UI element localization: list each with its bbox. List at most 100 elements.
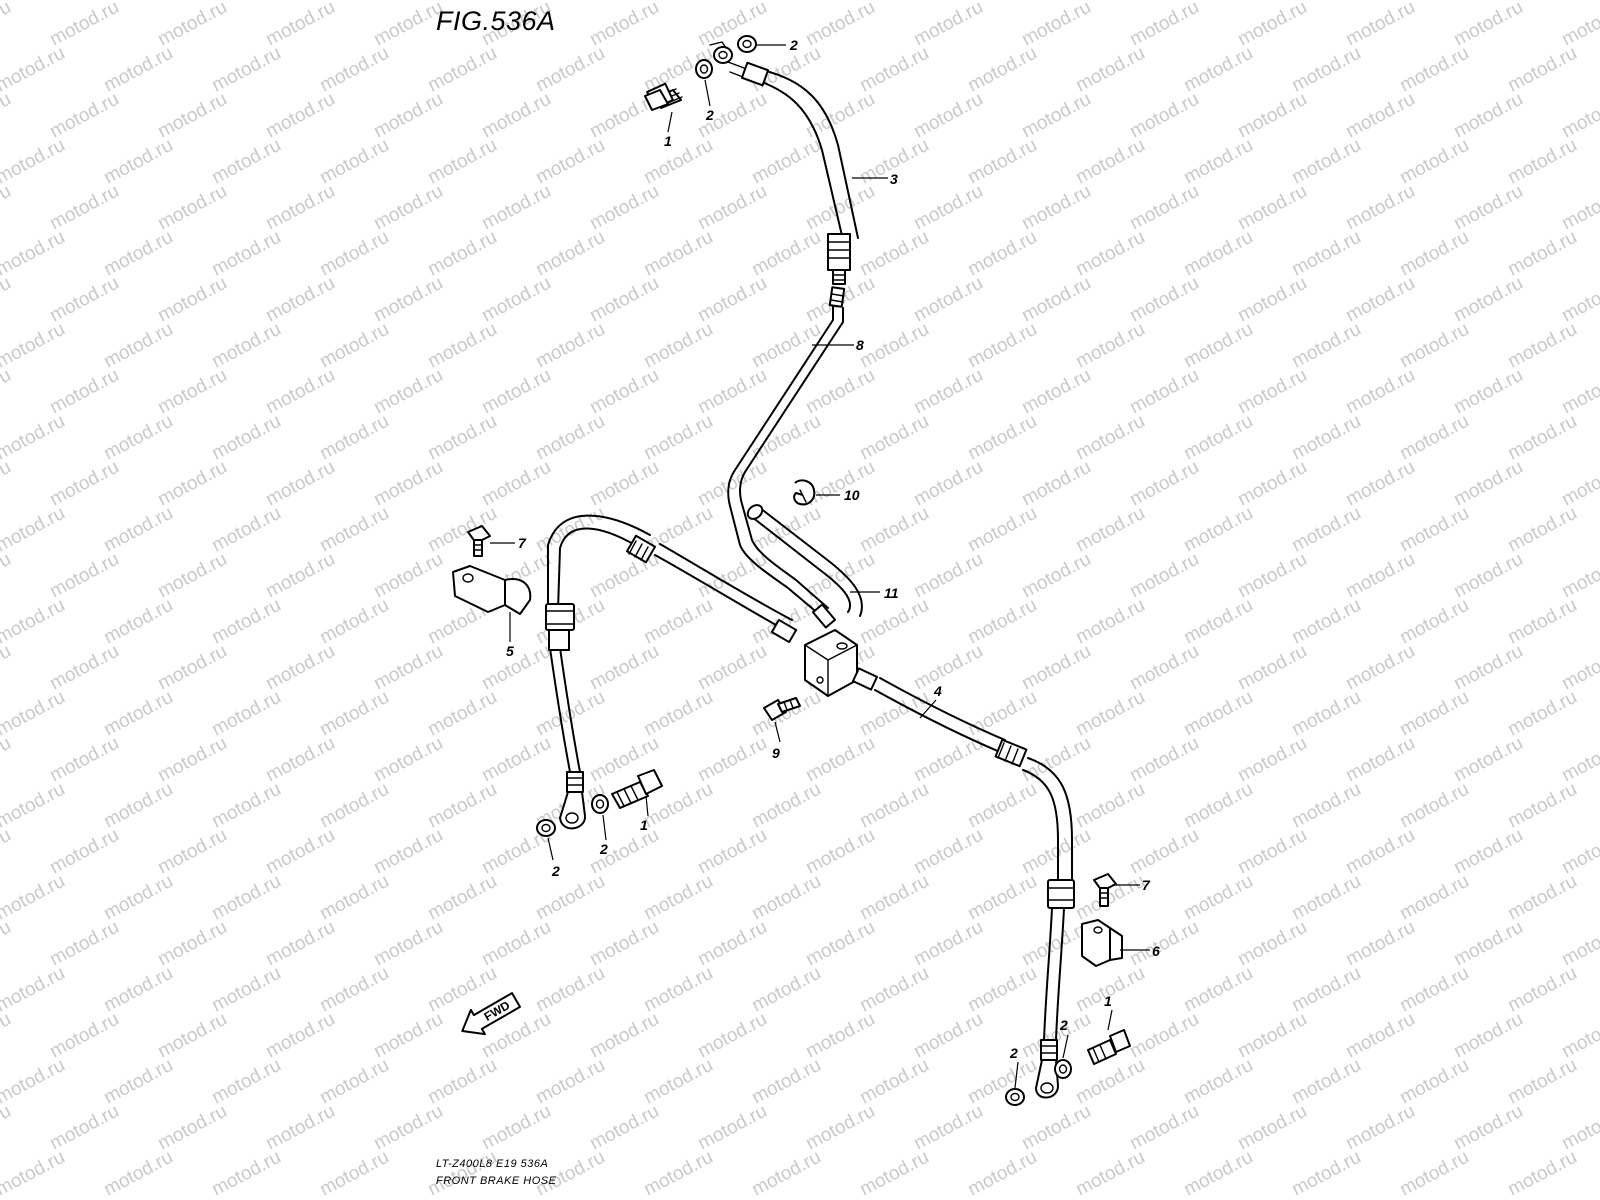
watermark-text: motod.ru [0,0,15,50]
watermark-text: motod.ru [1558,641,1600,695]
leader-lines [490,44,1150,1089]
union-bolt-top [644,82,683,111]
watermark-text: motod.ru [0,549,15,603]
watermark-text: motod.ru [1396,1147,1472,1200]
watermark-text: motod.ru [748,1147,824,1200]
callout-hose-clamp-right: 6 [1152,943,1160,959]
callout-front-brake-hose: 4 [933,683,942,699]
watermark-text: motod.ru [0,779,69,833]
watermark-text: motod.ru [0,457,15,511]
gasket-left-a [536,819,556,837]
watermark-text: motod.ru [0,641,15,695]
watermark-text: motod.ru [856,1147,932,1200]
watermark-text: motod.ru [0,1009,15,1063]
watermark-text: motod.ru [1558,1009,1600,1063]
brake-pipe [727,286,846,629]
watermark-text: motod.ru [0,825,15,879]
brake-junction-block [804,629,858,697]
watermark-text: motod.ru [0,503,69,557]
bolt-7-left [467,525,491,557]
watermark-text: motod.ru [1504,1147,1580,1200]
watermark-text: motod.ru [1558,365,1600,419]
gasket-right-b [1054,1059,1072,1079]
front-brake-hose-left [545,514,798,830]
watermark-text: motod.ru [1072,1147,1148,1200]
callout-gasket: 2 [551,863,560,879]
callout-bolt: 7 [518,535,527,551]
clamp-part-10 [793,479,816,506]
callout-bolt: 7 [1142,877,1151,893]
callout-union-bolt: 1 [664,133,672,149]
front-brake-hose-right [851,667,1075,1099]
watermark-text: motod.ru [0,687,69,741]
watermark-text: motod.ru [0,227,69,281]
callout-union-bolt: 1 [640,817,648,833]
protector-part-11 [746,504,863,617]
watermark-text: motod.ru [0,1101,15,1155]
watermark-text: motod.ru [0,135,69,189]
watermark-text: motod.ru [1558,549,1600,603]
callout-gasket: 2 [1059,1017,1068,1033]
watermark-text: motod.ru [0,43,69,97]
watermark-text: motod.ru [0,595,69,649]
watermark-text: motod.ru [0,411,69,465]
watermark-text: motod.ru [1180,1147,1256,1200]
gasket-top-right [737,35,757,53]
gasket-left-b [591,794,609,814]
watermark-text: motod.ru [100,1147,176,1200]
callout-union-bolt: 1 [1104,993,1112,1009]
watermark-text: motod.ru [964,1147,1040,1200]
watermark-text: motod.ru [0,871,69,925]
watermark-text: motod.ru [1558,181,1600,235]
watermark-text: motod.ru [0,273,15,327]
callout-bolt: 9 [772,745,780,761]
callout-clamp: 10 [844,487,860,503]
union-bolt-left [611,769,663,809]
callout-hose-clamp-left: 5 [506,643,514,659]
watermark-text: motod.ru [0,1055,69,1109]
figure-caption: FRONT BRAKE HOSE [436,1175,557,1187]
watermark-text: motod.ru [0,733,15,787]
callout-upper-brake-hose: 3 [890,171,898,187]
watermark-text: motod.ru [1558,273,1600,327]
watermark-text: motod.ru [1558,1101,1600,1155]
watermark-text: motod.ru [0,319,69,373]
watermark-text: motod.ru [1558,0,1600,50]
banjo-fitting-top [709,41,733,64]
hose-clamp-bracket-right [1081,919,1123,967]
callout-layer: 2 1 2 3 8 10 11 7 5 4 9 1 2 2 7 6 1 2 2 [506,37,1160,1061]
upper-brake-hose [727,61,859,285]
watermark-text: motod.ru [532,1147,608,1200]
hose-clamp-bracket-left [452,565,532,615]
bolt-9 [763,697,801,721]
callout-gasket: 2 [705,107,714,123]
watermark-text: motod.ru [640,1147,716,1200]
union-bolt-right [1087,1029,1131,1065]
gasket-right-a [1005,1088,1025,1106]
watermark-text: motod.ru [1558,825,1600,879]
watermark-text: motod.ru [1558,457,1600,511]
watermark-text: motod.ru [0,365,15,419]
watermark-text: motod.ru [316,1147,392,1200]
watermark-text: motod.ru [1558,917,1600,971]
watermark-text: motod.ru [0,1147,69,1200]
model-code: LT-Z400L8 E19 536A [436,1158,548,1170]
watermark-text: motod.ru [0,89,15,143]
callout-gasket: 2 [1009,1045,1018,1061]
watermark-text: motod.ru [208,1147,284,1200]
watermark-text: motod.ru [0,0,69,4]
gasket-top-left [695,59,713,79]
figure-title: FIG.536A [436,6,556,36]
gasket-washers [536,35,1072,1106]
bolt-7-right [1093,873,1117,907]
callout-brake-pipe: 8 [856,337,864,353]
watermark-text: motod.ru [0,963,69,1017]
callout-gasket: 2 [789,37,798,53]
watermark-text: motod.ru [0,917,15,971]
callout-protector: 11 [884,585,899,601]
callout-gasket: 2 [599,841,608,857]
watermark-text: motod.ru [1288,1147,1364,1200]
